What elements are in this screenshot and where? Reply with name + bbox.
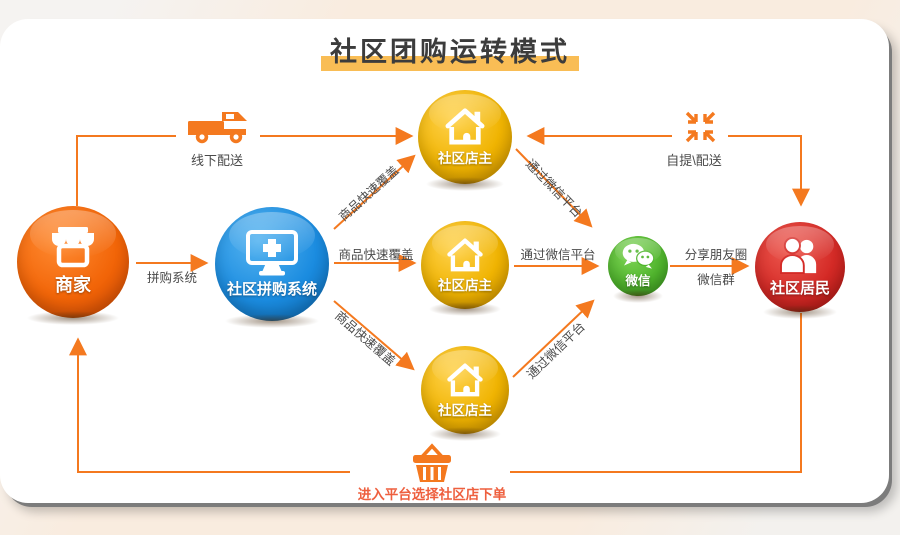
edge-label-offline-delivery: 线下配送 <box>190 153 243 168</box>
edge-coverage-top-arrow <box>333 154 416 230</box>
node-store-owner-middle: 社区店主 <box>421 221 509 316</box>
basket-icon <box>413 443 451 482</box>
edge-order-return-arrow <box>69 337 350 473</box>
converge-arrows-icon <box>685 111 716 143</box>
edge-label-wechat-group: 微信群 <box>697 273 735 287</box>
node-label: 社区居民 <box>769 279 830 297</box>
node-label: 社区店主 <box>438 277 492 293</box>
storefront-icon <box>52 227 94 268</box>
house-icon <box>445 108 485 145</box>
node-label: 微信 <box>625 274 651 288</box>
monitor-plus-icon <box>246 229 298 275</box>
truck-icon <box>188 112 247 144</box>
edge-coverage-bottom-arrow <box>333 300 415 371</box>
page-title-text: 社区团购运转模式 <box>321 30 579 71</box>
node-wechat: 微信 <box>608 236 668 303</box>
wechat-icon <box>622 243 655 269</box>
node-label: 社区店主 <box>438 151 492 166</box>
node-store-owner-bottom: 微信 社区店主 <box>421 346 509 441</box>
edge-label-pickup-delivery: 自提\配送 <box>666 153 722 168</box>
node-label: 社区店主 <box>438 402 492 418</box>
edge-merchant-up-line <box>76 135 176 206</box>
node-store-owner-top: 社区店主 <box>418 90 512 191</box>
node-group-buy-system: 社区拼购系统 <box>215 207 329 328</box>
house-icon <box>447 363 483 396</box>
node-residents: 社区居民 <box>755 222 845 319</box>
edge-via-wechat-top-arrow <box>515 148 593 228</box>
edge-pickup-down-arrow <box>728 135 810 207</box>
page-title: 社区团购运转模式 <box>0 30 900 71</box>
edge-label-coverage-middle: 商品快速覆盖 <box>338 248 414 262</box>
node-label: 社区拼购系统 <box>226 280 317 298</box>
edge-label-pin-system: 拼购系统 <box>146 271 197 285</box>
house-icon <box>447 238 483 271</box>
edge-via-wechat-bottom-arrow <box>512 299 595 378</box>
node-label: 商家 <box>55 275 91 295</box>
people-icon <box>780 236 817 274</box>
edge-residents-down-line <box>510 313 802 473</box>
edge-label-share-moments: 分享朋友圈 <box>684 248 748 262</box>
edge-label-via-wechat-middle: 通过微信平台 <box>520 248 596 262</box>
edge-label-order-note: 进入平台选择社区店下单 <box>357 487 507 502</box>
node-merchant: 商家 <box>17 206 129 325</box>
